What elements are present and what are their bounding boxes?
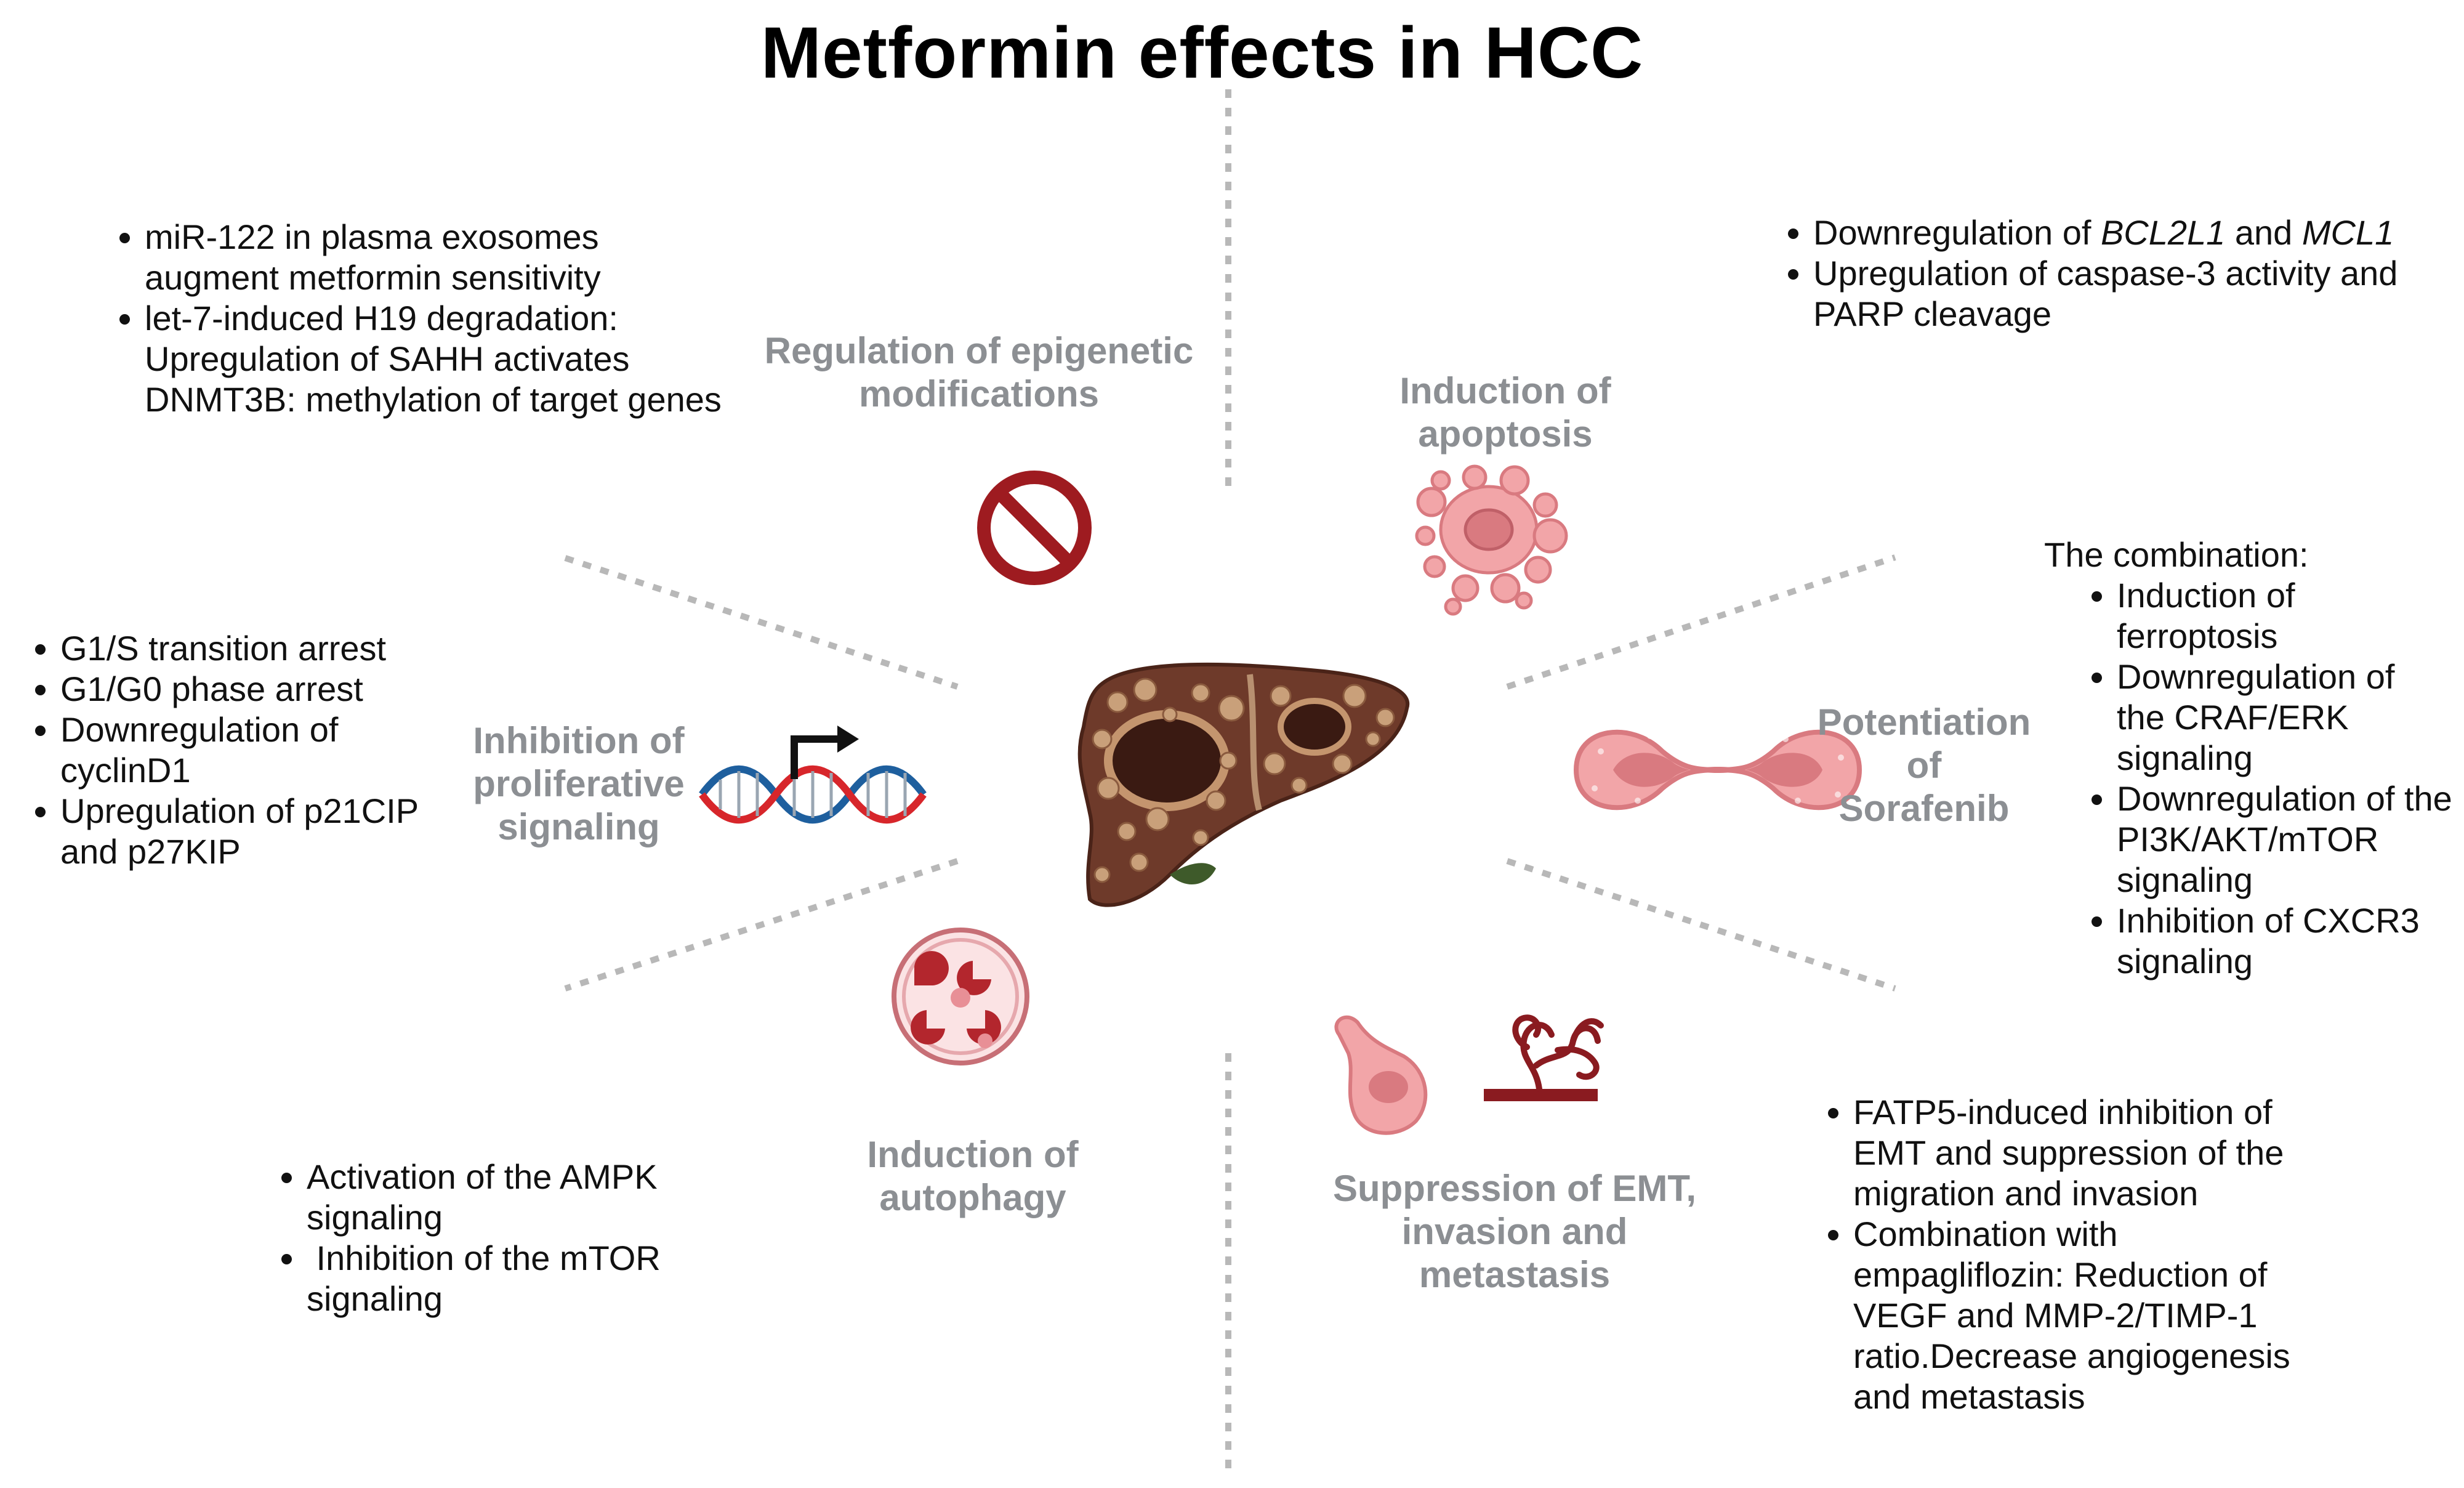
diagram-title: Metformin effects in HCC <box>760 12 1644 94</box>
divider-upper-left <box>564 555 959 690</box>
dna-transcription-icon <box>699 726 927 824</box>
label-autophagy: Induction of autophagy <box>867 1134 1079 1218</box>
list-item: Induction of ferroptosis <box>2117 575 2464 657</box>
divider-upper-right <box>1506 554 1896 690</box>
sorafenib-intro: The combination: <box>2044 535 2309 574</box>
list-item: Downregulation of BCL2L1 and MCL1 <box>1813 212 2464 253</box>
migrating-cell-icon <box>1334 1015 1428 1135</box>
list-item: G1/G0 phase arrest <box>60 669 528 710</box>
epigenetic-bullets: miR-122 in plasma exosomes augment metfo… <box>95 217 853 420</box>
list-item: let-7-induced H19 degradation: Upregulat… <box>145 298 853 420</box>
list-item: Downregulation of cyclinD1 <box>60 710 528 791</box>
list-item: Inhibition of CXCR3 signaling <box>2117 900 2464 982</box>
autophagy-bullets: Activation of the AMPK signaling Inhibit… <box>257 1157 861 1319</box>
apoptotic-cell-icon <box>1415 464 1568 616</box>
blood-vessel-icon <box>1484 1014 1604 1101</box>
apoptosis-bullets: Downregulation of BCL2L1 and MCL1 Upregu… <box>1764 212 2464 334</box>
gene-name: MCL1 <box>2301 213 2394 252</box>
list-item: Downregulation of the PI3K/AKT/mTOR sign… <box>2117 778 2464 900</box>
label-proliferative: Inhibition of proliferative signaling <box>473 720 685 847</box>
divider-lines <box>564 89 1896 1478</box>
sorafenib-bullets: Induction of ferroptosis Downregulation … <box>2067 575 2464 982</box>
dividing-cell-icon <box>1573 729 1862 811</box>
liver-icon <box>1077 663 1410 907</box>
emt-bullets: FATP5-induced inhibition of EMT and supp… <box>1804 1092 2464 1417</box>
label-sorafenib: Potentiation of Sorafenib <box>1817 702 2031 829</box>
prohibition-icon <box>977 471 1092 585</box>
label-emt: Suppression of EMT, invasion and metasta… <box>1332 1168 1697 1295</box>
list-item: Downregulation of the CRAF/ERK signaling <box>2117 657 2464 778</box>
proliferative-bullets: G1/S transition arrest G1/G0 phase arres… <box>11 628 528 872</box>
divider-lower-right <box>1506 858 1896 992</box>
list-item: G1/S transition arrest <box>60 628 528 669</box>
list-item: Upregulation of caspase-3 activity and P… <box>1813 253 2464 334</box>
list-item: miR-122 in plasma exosomes augment metfo… <box>145 217 853 298</box>
list-item: Upregulation of p21CIP and p27KIP <box>60 791 528 872</box>
label-apoptosis: Induction of apoptosis <box>1399 370 1611 455</box>
list-item: Activation of the AMPK signaling <box>307 1157 861 1238</box>
label-epigenetic: Regulation of epigenetic modifications <box>764 330 1194 414</box>
list-item: Inhibition of the mTOR signaling <box>307 1238 861 1319</box>
divider-lower-left <box>564 858 959 992</box>
list-item: FATP5-induced inhibition of EMT and supp… <box>1853 1092 2464 1214</box>
gene-name: BCL2L1 <box>2100 213 2226 252</box>
autophagosome-icon <box>892 928 1029 1065</box>
list-item: Combination with empagliflozin: Reductio… <box>1853 1214 2464 1417</box>
